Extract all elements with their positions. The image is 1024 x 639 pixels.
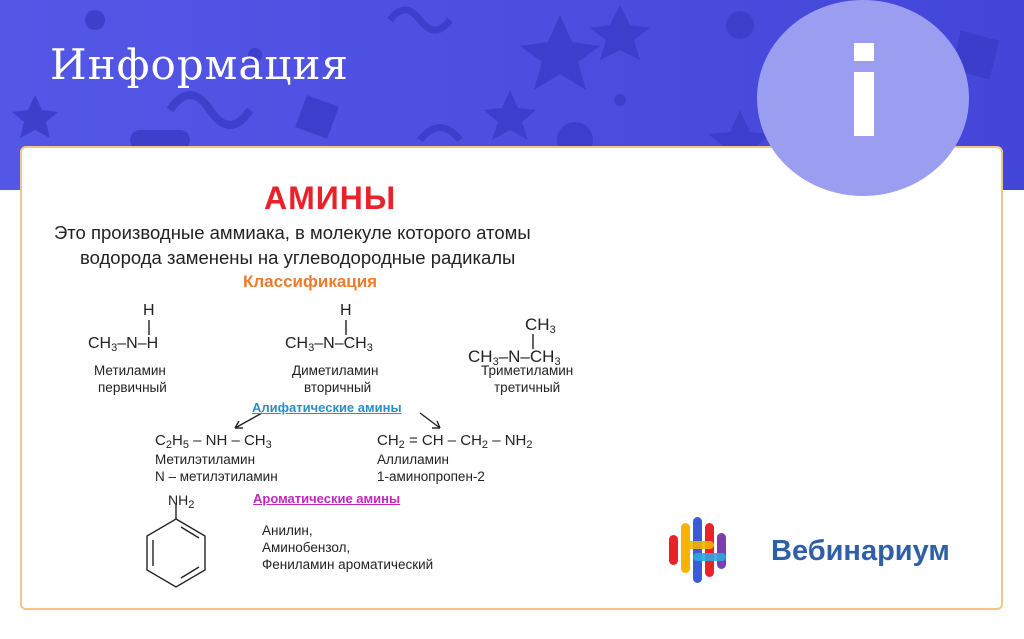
methylamine-type: первичный <box>98 380 167 395</box>
heading: АМИНЫ <box>264 180 397 216</box>
webinarium-logo-icon <box>669 517 726 583</box>
dimethylamine-type: вторичный <box>304 380 372 395</box>
definition-line-1: Это производные аммиака, в молекуле кото… <box>54 222 531 243</box>
phenylamine-name: Фениламин ароматический <box>262 557 434 572</box>
aniline-nh2: NH2 <box>168 492 195 511</box>
trimethylamine-name: Триметиламин <box>481 363 574 378</box>
brand-name: Вебинариум <box>771 535 950 567</box>
methylethylamine-alt: N – метилэтиламин <box>155 469 278 484</box>
arrow-left <box>234 412 263 429</box>
benzene-ring <box>146 518 206 588</box>
methylethylamine-formula: C2H5 – NH – CH3 <box>155 432 272 451</box>
methylethylamine-name: Метилэтиламин <box>155 452 256 467</box>
trimethylamine-type: третичный <box>494 380 561 395</box>
trimethylamine-top-ch3: CH3 <box>525 315 556 336</box>
dimethylamine-top-h: H <box>340 302 352 319</box>
methylamine-formula: CH3–N–H <box>88 335 159 354</box>
allylamine-alt: 1-аминопропен-2 <box>377 469 485 484</box>
aniline-name: Анилин, <box>262 523 313 538</box>
aliphatic-label: Алифатические амины <box>252 400 402 415</box>
trimethylamine-formula: CH3–N–CH3 <box>468 347 561 368</box>
allylamine-formula: CH2 = CH – CH2 – NH2 <box>377 432 533 451</box>
definition-line-2: водорода заменены на углеводородные ради… <box>80 247 516 268</box>
methylamine-top-h: H <box>143 302 155 319</box>
aromatic-label: Ароматические амины <box>253 491 401 506</box>
content-card <box>20 146 1003 610</box>
aminobenzene-name: Аминобензол, <box>262 540 351 555</box>
dimethylamine-formula: CH3–N–CH3 <box>285 335 373 354</box>
allylamine-name: Аллиламин <box>377 452 449 467</box>
dimethylamine-name: Диметиламин <box>292 363 379 378</box>
arrow-right <box>419 412 441 429</box>
slide-title: Информация <box>50 40 349 89</box>
classification-label: Классификация <box>243 272 378 291</box>
methylamine-name: Метиламин <box>94 363 166 378</box>
